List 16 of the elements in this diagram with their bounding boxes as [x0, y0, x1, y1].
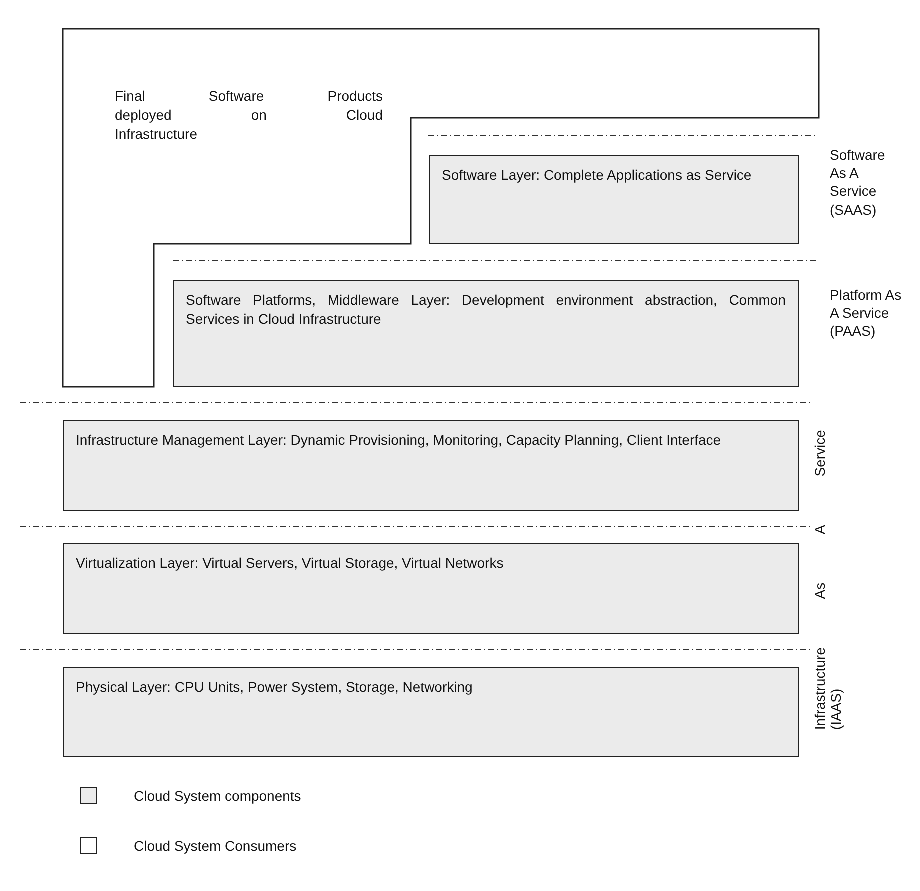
layer-description: Virtualization Layer: Virtual Servers, Virtual Storage, Virtual Networks: [76, 554, 505, 573]
service-model-label: Platform As A Service (PAAS): [830, 286, 902, 341]
layer-box: [63, 667, 799, 757]
layer-box: [173, 280, 799, 387]
layer-box: [63, 420, 799, 511]
service-model-label: Infrastructure As A Service (IAAS): [812, 430, 844, 730]
layer-box: [429, 155, 799, 244]
layer-description: Infrastructure Management Layer: Dynamic Provisioning, Monitoring, Capacity Planning, Client Interface: [76, 431, 722, 450]
layer-description: Physical Layer: CPU Units, Power System, Storage, Networking: [76, 678, 474, 697]
layer-box: [63, 543, 799, 634]
legend-text: Cloud System Consumers: [134, 838, 297, 854]
layer-description: Software Layer: Complete Applications as Service: [442, 166, 753, 185]
layer-description: Software Platforms, Middleware Layer: Development environment abstraction, Common Services in Cloud Infrastructure: [186, 291, 786, 329]
service-model-label: Software As A Service (SAAS): [830, 146, 886, 219]
node-text: Final Software Products deployed on Cloud Infrastructure: [115, 87, 383, 144]
legend-text: Cloud System components: [134, 788, 302, 804]
